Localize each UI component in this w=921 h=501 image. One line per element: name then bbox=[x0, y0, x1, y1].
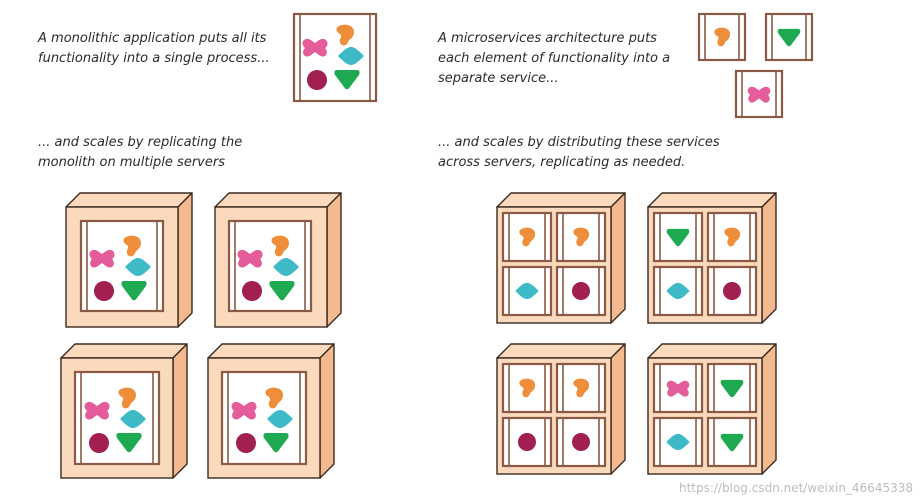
teal-diamond-icon bbox=[120, 410, 146, 428]
teal-diamond-icon bbox=[125, 258, 151, 276]
green-triangle-icon bbox=[777, 28, 801, 47]
microservices-intro-caption: A microservices architecture puts each e… bbox=[438, 29, 670, 89]
green-triangle-icon bbox=[720, 379, 744, 398]
service-process bbox=[706, 362, 758, 414]
caption-line: monolith on multiple servers bbox=[38, 155, 225, 170]
maroon-circle-icon bbox=[518, 433, 536, 451]
green-triangle-icon bbox=[666, 228, 690, 247]
caption-line: A monolithic application puts all its bbox=[38, 31, 267, 46]
maroon-circle-icon bbox=[89, 433, 109, 453]
green-triangle-icon bbox=[720, 433, 744, 452]
service-process bbox=[706, 211, 758, 263]
service-process bbox=[652, 265, 704, 317]
green-triangle-icon bbox=[269, 281, 295, 301]
orange-blob-icon bbox=[714, 27, 731, 47]
caption-line: ... and scales by replicating the bbox=[38, 135, 243, 150]
service-process bbox=[501, 362, 553, 414]
microservice-server bbox=[496, 192, 626, 324]
pink-blob-icon bbox=[747, 86, 771, 103]
pink-blob-icon bbox=[237, 249, 263, 268]
service-process bbox=[652, 362, 704, 414]
monolith-intro-caption: A monolithic application puts all its fu… bbox=[38, 29, 270, 69]
green-triangle-icon bbox=[263, 433, 289, 453]
orange-blob-icon bbox=[123, 235, 141, 257]
teal-diamond-icon bbox=[267, 410, 293, 428]
caption-line: each element of functionality into a bbox=[438, 51, 671, 66]
maroon-circle-icon bbox=[307, 70, 327, 90]
service-process bbox=[706, 265, 758, 317]
caption-line: functionality into a single process... bbox=[38, 51, 270, 66]
maroon-circle-icon bbox=[94, 281, 114, 301]
maroon-circle-icon bbox=[572, 282, 590, 300]
orange-blob-icon bbox=[118, 387, 136, 409]
service-process bbox=[501, 265, 553, 317]
teal-diamond-icon bbox=[666, 282, 690, 300]
pink-blob-icon bbox=[666, 380, 690, 397]
orange-blob-icon bbox=[265, 387, 283, 409]
microservice-server bbox=[647, 343, 777, 475]
service-process bbox=[652, 211, 704, 263]
orange-blob-icon bbox=[271, 235, 289, 257]
service-process bbox=[652, 416, 704, 468]
monolith-process bbox=[220, 370, 308, 466]
service-process bbox=[555, 362, 607, 414]
green-triangle-icon bbox=[334, 70, 360, 90]
monolith-server bbox=[207, 343, 335, 479]
service-process bbox=[501, 211, 553, 263]
monolith-process bbox=[292, 12, 378, 103]
maroon-circle-icon bbox=[236, 433, 256, 453]
orange-blob-icon bbox=[519, 378, 536, 398]
service-process bbox=[555, 416, 607, 468]
orange-blob-icon bbox=[336, 24, 354, 46]
orange-blob-icon bbox=[573, 378, 590, 398]
service-process bbox=[555, 265, 607, 317]
service-process bbox=[764, 12, 814, 62]
maroon-circle-icon bbox=[572, 433, 590, 451]
caption-line: separate service... bbox=[438, 71, 559, 86]
microservice-server bbox=[496, 343, 626, 475]
monolith-server bbox=[65, 192, 193, 328]
microservice-server bbox=[647, 192, 777, 324]
monolith-process bbox=[73, 370, 161, 466]
teal-diamond-icon bbox=[273, 258, 299, 276]
pink-blob-icon bbox=[84, 401, 110, 420]
green-triangle-icon bbox=[121, 281, 147, 301]
service-process bbox=[734, 69, 784, 119]
service-process bbox=[697, 12, 747, 62]
watermark: https://blog.csdn.net/weixin_46645338 bbox=[678, 481, 913, 495]
service-process bbox=[706, 416, 758, 468]
maroon-circle-icon bbox=[723, 282, 741, 300]
pink-blob-icon bbox=[302, 38, 328, 57]
teal-diamond-icon bbox=[338, 47, 364, 65]
caption-line: across servers, replicating as needed. bbox=[438, 155, 686, 170]
monolith-process bbox=[227, 219, 313, 313]
service-process bbox=[555, 211, 607, 263]
monolith-process bbox=[79, 219, 165, 313]
service-process bbox=[501, 416, 553, 468]
pink-blob-icon bbox=[231, 401, 257, 420]
orange-blob-icon bbox=[519, 227, 536, 247]
microservices-scale-caption: ... and scales by distributing these ser… bbox=[438, 133, 720, 173]
teal-diamond-icon bbox=[666, 433, 690, 451]
monolith-scale-caption: ... and scales by replicating the monoli… bbox=[38, 133, 242, 173]
caption-line: A microservices architecture puts bbox=[438, 31, 657, 46]
monolith-server bbox=[214, 192, 342, 328]
caption-line: ... and scales by distributing these ser… bbox=[438, 135, 720, 150]
orange-blob-icon bbox=[573, 227, 590, 247]
pink-blob-icon bbox=[89, 249, 115, 268]
orange-blob-icon bbox=[724, 227, 741, 247]
maroon-circle-icon bbox=[242, 281, 262, 301]
green-triangle-icon bbox=[116, 433, 142, 453]
teal-diamond-icon bbox=[515, 282, 539, 300]
monolith-server bbox=[60, 343, 188, 479]
